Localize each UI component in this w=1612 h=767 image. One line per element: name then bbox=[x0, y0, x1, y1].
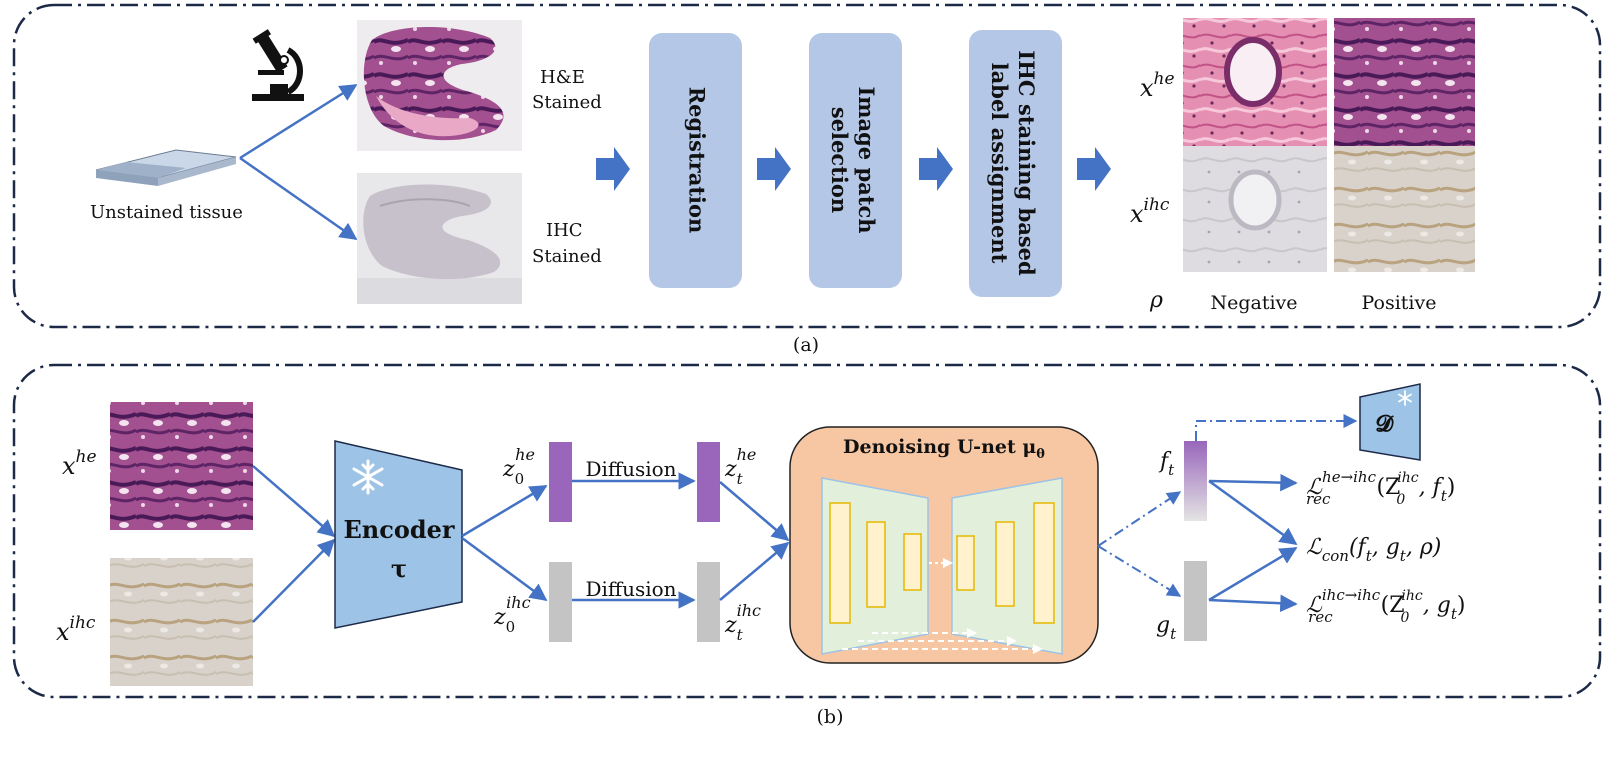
label-ft: ft bbox=[1158, 449, 1175, 479]
input-patch-ihc bbox=[110, 558, 253, 686]
arrow-slide-to-he bbox=[239, 83, 358, 160]
unet-layer-e3 bbox=[903, 533, 922, 591]
label-zt-ihc: ztihc bbox=[724, 601, 761, 644]
unet-layer-d2 bbox=[995, 521, 1015, 607]
input-label-x-ihc: xihc bbox=[56, 613, 96, 646]
patch-he-negative-lumen bbox=[1224, 37, 1282, 107]
block-arrow-3 bbox=[919, 147, 953, 191]
arrow-ft-to-decoder bbox=[1195, 414, 1358, 441]
latent-z0-he bbox=[549, 442, 572, 522]
step-label-registration: Registration bbox=[685, 87, 710, 234]
step-label-patch-selection: Image patchselection bbox=[827, 86, 879, 233]
label-z0-ihc: z0ihc bbox=[493, 593, 531, 636]
block-arrow-4 bbox=[1077, 147, 1111, 191]
block-arrow-1 bbox=[596, 147, 630, 191]
unet-layer-e1 bbox=[829, 502, 851, 624]
arrow-unet-to-ft bbox=[1097, 491, 1182, 547]
unet-layer-e2 bbox=[866, 521, 886, 608]
he-label-line1: H&E bbox=[540, 67, 585, 88]
patch-he-positive bbox=[1334, 18, 1475, 146]
row-label-x-ihc: xihc bbox=[1130, 195, 1170, 228]
label-gt: gt bbox=[1156, 613, 1177, 643]
feature-ft bbox=[1184, 441, 1207, 521]
arrow-zthe-to-unet bbox=[719, 481, 790, 542]
patch-ihc-positive bbox=[1334, 146, 1475, 272]
input-patch-he bbox=[110, 402, 253, 530]
arrow-gt-to-loss-rec-ihc bbox=[1208, 594, 1298, 613]
block-arrow-2 bbox=[757, 147, 791, 191]
feature-gt bbox=[1184, 561, 1207, 641]
arrow-gt-to-loss-con bbox=[1208, 546, 1298, 602]
column-label-positive: Positive bbox=[1362, 292, 1437, 314]
arrow-encoder-to-z0he bbox=[461, 484, 548, 538]
encoder-title: Encoder bbox=[343, 515, 454, 544]
column-label-negative: Negative bbox=[1210, 292, 1297, 314]
snowflake-icon-decoder bbox=[1398, 390, 1412, 406]
microscope-icon bbox=[252, 29, 304, 101]
step-label-label-assignment: IHC staining basedlabel assignment bbox=[987, 50, 1039, 276]
arrow-unet-to-gt bbox=[1097, 545, 1182, 597]
latent-z0-ihc bbox=[549, 562, 572, 642]
caption-a: (a) bbox=[793, 334, 819, 356]
latent-zt-ihc bbox=[697, 562, 720, 642]
step-box-registration bbox=[649, 33, 742, 288]
arrow-ihc-to-encoder bbox=[252, 538, 336, 623]
diffusion-label-he: Diffusion bbox=[585, 457, 676, 481]
step-box-patch-selection bbox=[809, 33, 902, 288]
he-whole-slide-image bbox=[357, 20, 522, 151]
arrow-ft-to-loss-con bbox=[1208, 479, 1298, 546]
unet-title: Denoising U-net μθ bbox=[843, 436, 1045, 462]
snowflake-icon bbox=[352, 459, 384, 495]
loss-con: ℒcon(ft, gt, ρ) bbox=[1306, 535, 1441, 565]
rho-label: ρ bbox=[1149, 288, 1163, 313]
unet-layer-d1 bbox=[956, 535, 975, 591]
row-label-x-he: xhe bbox=[1140, 69, 1175, 102]
step-box-label-assignment bbox=[969, 30, 1062, 297]
ihc-whole-slide-image bbox=[357, 173, 522, 304]
unet-layer-d3 bbox=[1033, 502, 1055, 624]
panel-b-frame bbox=[12, 363, 1602, 699]
arrow-ztihc-to-unet bbox=[719, 541, 790, 601]
ihc-label-line2: Stained bbox=[532, 246, 602, 267]
arrow-encoder-to-z0ihc bbox=[461, 536, 548, 602]
label-z0-he: z0he bbox=[502, 445, 535, 488]
decoder-symbol: 𝓓 bbox=[1376, 411, 1395, 437]
label-zt-he: zthe bbox=[724, 445, 756, 488]
diffusion-label-ihc: Diffusion bbox=[585, 577, 676, 601]
glass-slide-icon bbox=[95, 149, 237, 186]
arrow-ft-to-loss-rec-he bbox=[1208, 473, 1298, 492]
caption-b: (b) bbox=[817, 706, 844, 728]
arrow-he-to-encoder bbox=[252, 465, 336, 538]
input-label-x-he: xhe bbox=[62, 447, 97, 480]
arrow-slide-to-ihc bbox=[239, 156, 358, 241]
ihc-label-line1: IHC bbox=[546, 220, 583, 241]
slide-label: Unstained tissue bbox=[90, 202, 243, 223]
panel-a-frame bbox=[12, 3, 1602, 329]
encoder-symbol: τ bbox=[391, 554, 407, 583]
patch-ihc-negative-lumen bbox=[1228, 169, 1282, 231]
he-label-line2: Stained bbox=[532, 92, 602, 113]
latent-zt-he bbox=[697, 442, 720, 522]
